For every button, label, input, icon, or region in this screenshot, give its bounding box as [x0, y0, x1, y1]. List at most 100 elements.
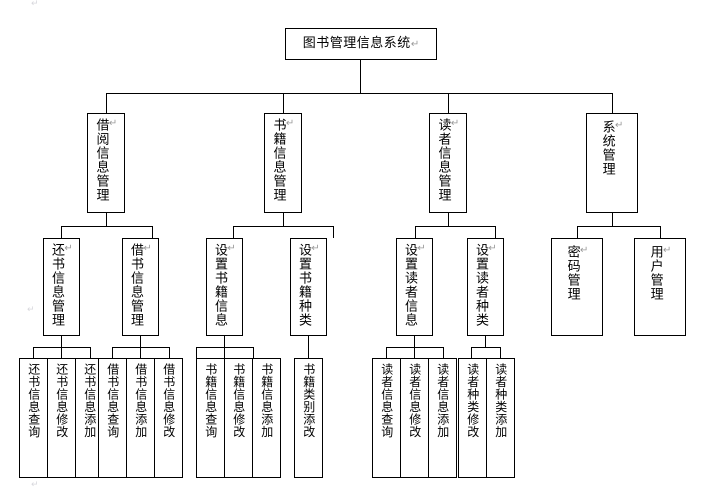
connector-l3-0-drop [61, 336, 62, 347]
stray-mark-bottom: ↵ [31, 480, 39, 490]
return-mark: ↵ [284, 118, 296, 129]
node-lend-book-add-label: 借书信息添加 [133, 363, 148, 438]
connector-l2-2-drop [448, 213, 449, 226]
node-book-category-edit-label: 书籍类别添改 [301, 363, 316, 438]
return-mark: ↵ [107, 118, 119, 129]
node-return-book-info-mgmt[interactable]: 还书信息管理↵ [43, 238, 80, 336]
node-book-info-mgmt[interactable]: 书籍信息管理↵ [264, 113, 302, 213]
connector-to-l3-0 [61, 226, 62, 238]
node-reader-category-add-label: 读者种类添加 [493, 363, 508, 438]
connector-l2-0-drop [106, 213, 107, 226]
node-return-book-info-mgmt-label: 还书信息管理 [49, 243, 65, 327]
connector-l3-4-drop [414, 336, 415, 347]
node-reader-info-modify[interactable]: 读者信息修改 [400, 358, 429, 478]
node-root[interactable]: 图书管理信息系统↵ [285, 28, 437, 60]
node-lend-book-info-mgmt[interactable]: 借书信息管理↵ [122, 238, 159, 336]
node-user-mgmt[interactable]: 用户管理↵ [634, 238, 686, 336]
connector-to-l2-3 [612, 93, 613, 113]
node-reader-info-mgmt-label: 读者信息管理 [435, 118, 451, 202]
node-set-reader-category-label: 设置读者种类 [473, 243, 489, 327]
node-set-reader-info[interactable]: 设置读者信息↵ [396, 238, 433, 336]
connector-to-leaf-10 [386, 347, 387, 358]
connector-to-l3-6 [577, 226, 578, 238]
node-lend-book-modify[interactable]: 借书信息修改 [154, 358, 183, 478]
return-mark: ↵ [416, 243, 428, 254]
return-mark: ↵ [142, 243, 154, 254]
connector-l3-bus-3 [577, 226, 660, 227]
connector-l3-1-drop [140, 336, 141, 347]
connector-to-l3-2 [233, 226, 234, 238]
return-mark: ↵ [226, 243, 238, 254]
connector-l3-bus-0 [61, 226, 152, 227]
node-book-info-add-label: 书籍信息添加 [259, 363, 274, 438]
node-set-reader-category[interactable]: 设置读者种类↵ [467, 238, 504, 336]
return-mark: ↵ [63, 243, 75, 254]
return-mark: ↵ [613, 120, 625, 131]
connector-to-leaf-7 [224, 347, 225, 358]
connector-l3-5-drop [485, 336, 486, 347]
return-mark: ↵ [661, 245, 673, 256]
node-book-info-add[interactable]: 书籍信息添加 [252, 358, 281, 478]
node-reader-info-query[interactable]: 读者信息查询 [372, 358, 401, 478]
node-lend-book-query-label: 借书信息查询 [105, 363, 120, 438]
node-borrow-info-mgmt[interactable]: 借阅信息管理↵ [87, 113, 125, 213]
connector-level2-bus [106, 93, 612, 94]
connector-l3-2-drop [224, 336, 225, 347]
node-reader-info-mgmt[interactable]: 读者信息管理↵ [429, 113, 467, 213]
node-return-book-query[interactable]: 还书信息查询 [19, 358, 48, 478]
connector-to-leaf-13 [471, 347, 472, 358]
connector-to-leaf-6 [196, 347, 197, 358]
node-book-info-query-label: 书籍信息查询 [203, 363, 218, 438]
node-set-book-info[interactable]: 设置书籍信息↵ [206, 238, 243, 336]
return-mark: ↵ [449, 118, 461, 129]
connector-l3-bus-1 [233, 226, 333, 227]
node-set-book-category[interactable]: 设置书籍种类↵ [290, 238, 327, 336]
node-reader-info-modify-label: 读者信息修改 [407, 363, 422, 438]
node-set-reader-info-label: 设置读者信息 [402, 243, 418, 327]
node-reader-category-add[interactable]: 读者种类添加 [486, 358, 515, 478]
connector-to-l2-2 [448, 93, 449, 113]
connector-to-l3-4 [415, 226, 416, 238]
connector-to-l3-1 [152, 226, 153, 238]
node-user-mgmt-label: 用户管理 [647, 245, 663, 301]
node-book-info-modify-label: 书籍信息修改 [231, 363, 246, 438]
connector-to-leaf-1 [61, 347, 62, 358]
node-system-mgmt-label: 系统管理 [599, 120, 615, 176]
return-mark: ↵ [410, 38, 420, 50]
connector-to-leaf-0 [33, 347, 34, 358]
node-book-category-edit[interactable]: 书籍类别添改 [294, 358, 323, 478]
node-return-book-modify[interactable]: 还书信息修改 [47, 358, 76, 478]
node-set-book-category-label: 设置书籍种类 [296, 243, 312, 327]
node-reader-info-add[interactable]: 读者信息添加 [428, 358, 457, 478]
connector-to-leaf-5 [169, 347, 170, 358]
stray-mark-top: ↵ [31, 0, 39, 9]
node-lend-book-info-mgmt-label: 借书信息管理 [128, 243, 144, 327]
node-return-book-modify-label: 还书信息修改 [54, 363, 69, 438]
connector-root-drop [360, 60, 361, 93]
return-mark: ↵ [578, 245, 590, 256]
connector-l2-3-drop [612, 213, 613, 226]
node-system-mgmt[interactable]: 系统管理↵ [586, 113, 638, 213]
node-lend-book-query[interactable]: 借书信息查询 [98, 358, 127, 478]
connector-to-leaf-8 [253, 347, 254, 358]
connector-to-leaf-14 [500, 347, 501, 358]
node-reader-info-query-label: 读者信息查询 [379, 363, 394, 438]
node-set-book-info-label: 设置书籍信息 [212, 243, 228, 327]
node-reader-info-add-label: 读者信息添加 [435, 363, 450, 438]
node-lend-book-add[interactable]: 借书信息添加 [126, 358, 155, 478]
node-root-label: 图书管理信息系统 [302, 36, 411, 52]
node-password-mgmt[interactable]: 密码管理↵ [551, 238, 603, 336]
connector-to-l3-7 [660, 226, 661, 238]
node-book-info-modify[interactable]: 书籍信息修改 [224, 358, 253, 478]
connector-to-leaf-4 [140, 347, 141, 358]
node-password-mgmt-label: 密码管理 [564, 245, 580, 301]
connector-to-l2-1 [283, 93, 284, 113]
connector-to-leaf-3 [112, 347, 113, 358]
connector-to-l2-0 [106, 93, 107, 113]
connector-leaf-bus-5 [471, 347, 500, 348]
node-borrow-info-mgmt-label: 借阅信息管理 [93, 118, 109, 202]
connector-to-leaf-12 [443, 347, 444, 358]
node-book-info-query[interactable]: 书籍信息查询 [196, 358, 225, 478]
node-reader-category-modify[interactable]: 读者种类修改 [458, 358, 487, 478]
